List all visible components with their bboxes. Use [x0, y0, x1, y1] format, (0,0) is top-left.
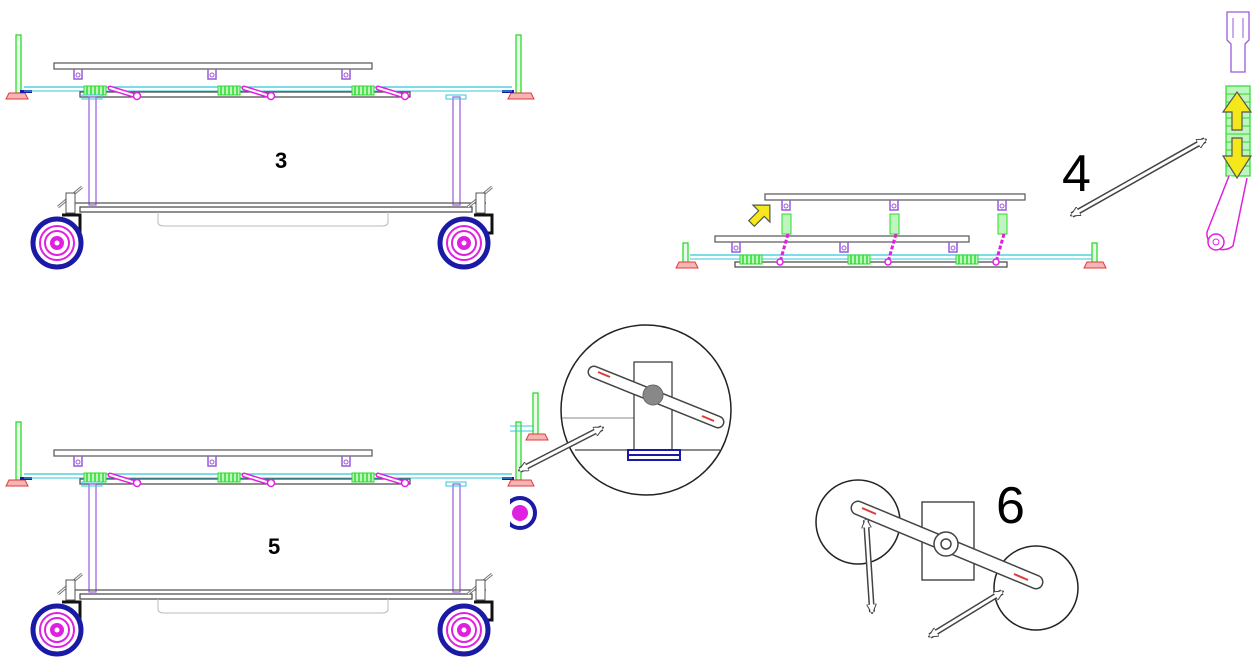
arrow-icon — [1221, 137, 1253, 180]
step-4-label: 4 — [1062, 145, 1091, 203]
panel-6-lever-detail — [815, 479, 1079, 631]
step-5-label: 5 — [268, 534, 281, 559]
panel-4-folded-stretcher — [675, 193, 1107, 269]
hinge-detail — [1206, 11, 1253, 251]
step-6-label: 6 — [996, 477, 1025, 535]
panel-3-stretcher — [6, 35, 534, 267]
panel-5-detail — [500, 324, 732, 530]
arrow-icon — [1221, 90, 1253, 131]
step-3-label: 3 — [275, 148, 288, 173]
arrow-icon — [747, 204, 771, 228]
